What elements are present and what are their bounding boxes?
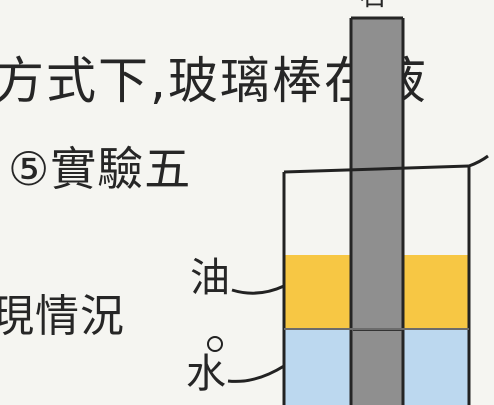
water-leader-line xyxy=(227,364,285,383)
experiment-title: ⑤實驗五 xyxy=(8,142,192,196)
top-fragment-text: 石 xyxy=(360,0,387,12)
circle-mark xyxy=(207,336,223,352)
handwritten-line-3: 現情況 xyxy=(0,291,125,342)
glass-rod-outline xyxy=(349,16,405,405)
beaker-spout xyxy=(468,154,489,168)
beaker-rim xyxy=(283,164,470,174)
glass-rod xyxy=(351,18,403,405)
oil-label: 油 xyxy=(190,255,231,301)
oil-leader-line xyxy=(231,284,285,295)
water-label: 水 xyxy=(186,351,227,397)
